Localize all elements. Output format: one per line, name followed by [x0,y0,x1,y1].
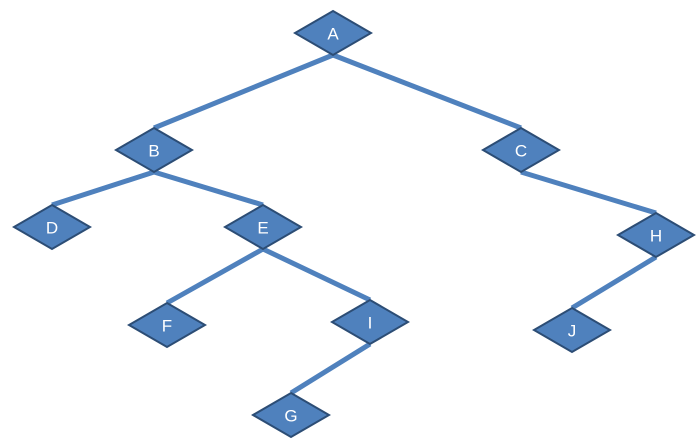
node-label: D [46,219,58,238]
edge-a-b [153,52,334,131]
node-diamond [616,211,696,259]
node-h: H [616,211,696,259]
edge-c-h [520,169,657,216]
edge-b-e [153,169,264,208]
edge-e-f [165,246,265,306]
node-diamond [223,203,303,251]
node-label: B [148,142,159,161]
edge-h-j [570,254,658,311]
node-diamond [532,306,612,354]
node-diamond [293,9,373,57]
node-d: D [12,203,92,251]
node-diamond [12,203,92,251]
node-label: C [515,142,527,161]
edges-layer [51,52,658,396]
node-c: C [481,126,561,174]
node-f: F [127,301,207,349]
node-b: B [114,126,194,174]
edge-a-c [332,52,522,131]
node-g: G [251,391,331,439]
edge-i-g [289,341,372,396]
node-label: E [257,219,268,238]
node-i: I [330,298,410,346]
node-a: A [293,9,373,57]
node-label: I [368,314,373,333]
node-label: G [284,407,297,426]
edge-e-i [261,246,372,303]
node-j: J [532,306,612,354]
node-diamond [251,391,331,439]
edge-b-d [51,169,155,208]
node-label: F [162,317,172,336]
node-diamond [127,301,207,349]
node-label: J [568,322,577,341]
node-label: H [650,227,662,246]
node-diamond [330,298,410,346]
node-diamond [481,126,561,174]
node-e: E [223,203,303,251]
nodes-layer: A B C D E F G H I J [12,9,696,439]
node-label: A [327,25,339,44]
node-diamond [114,126,194,174]
